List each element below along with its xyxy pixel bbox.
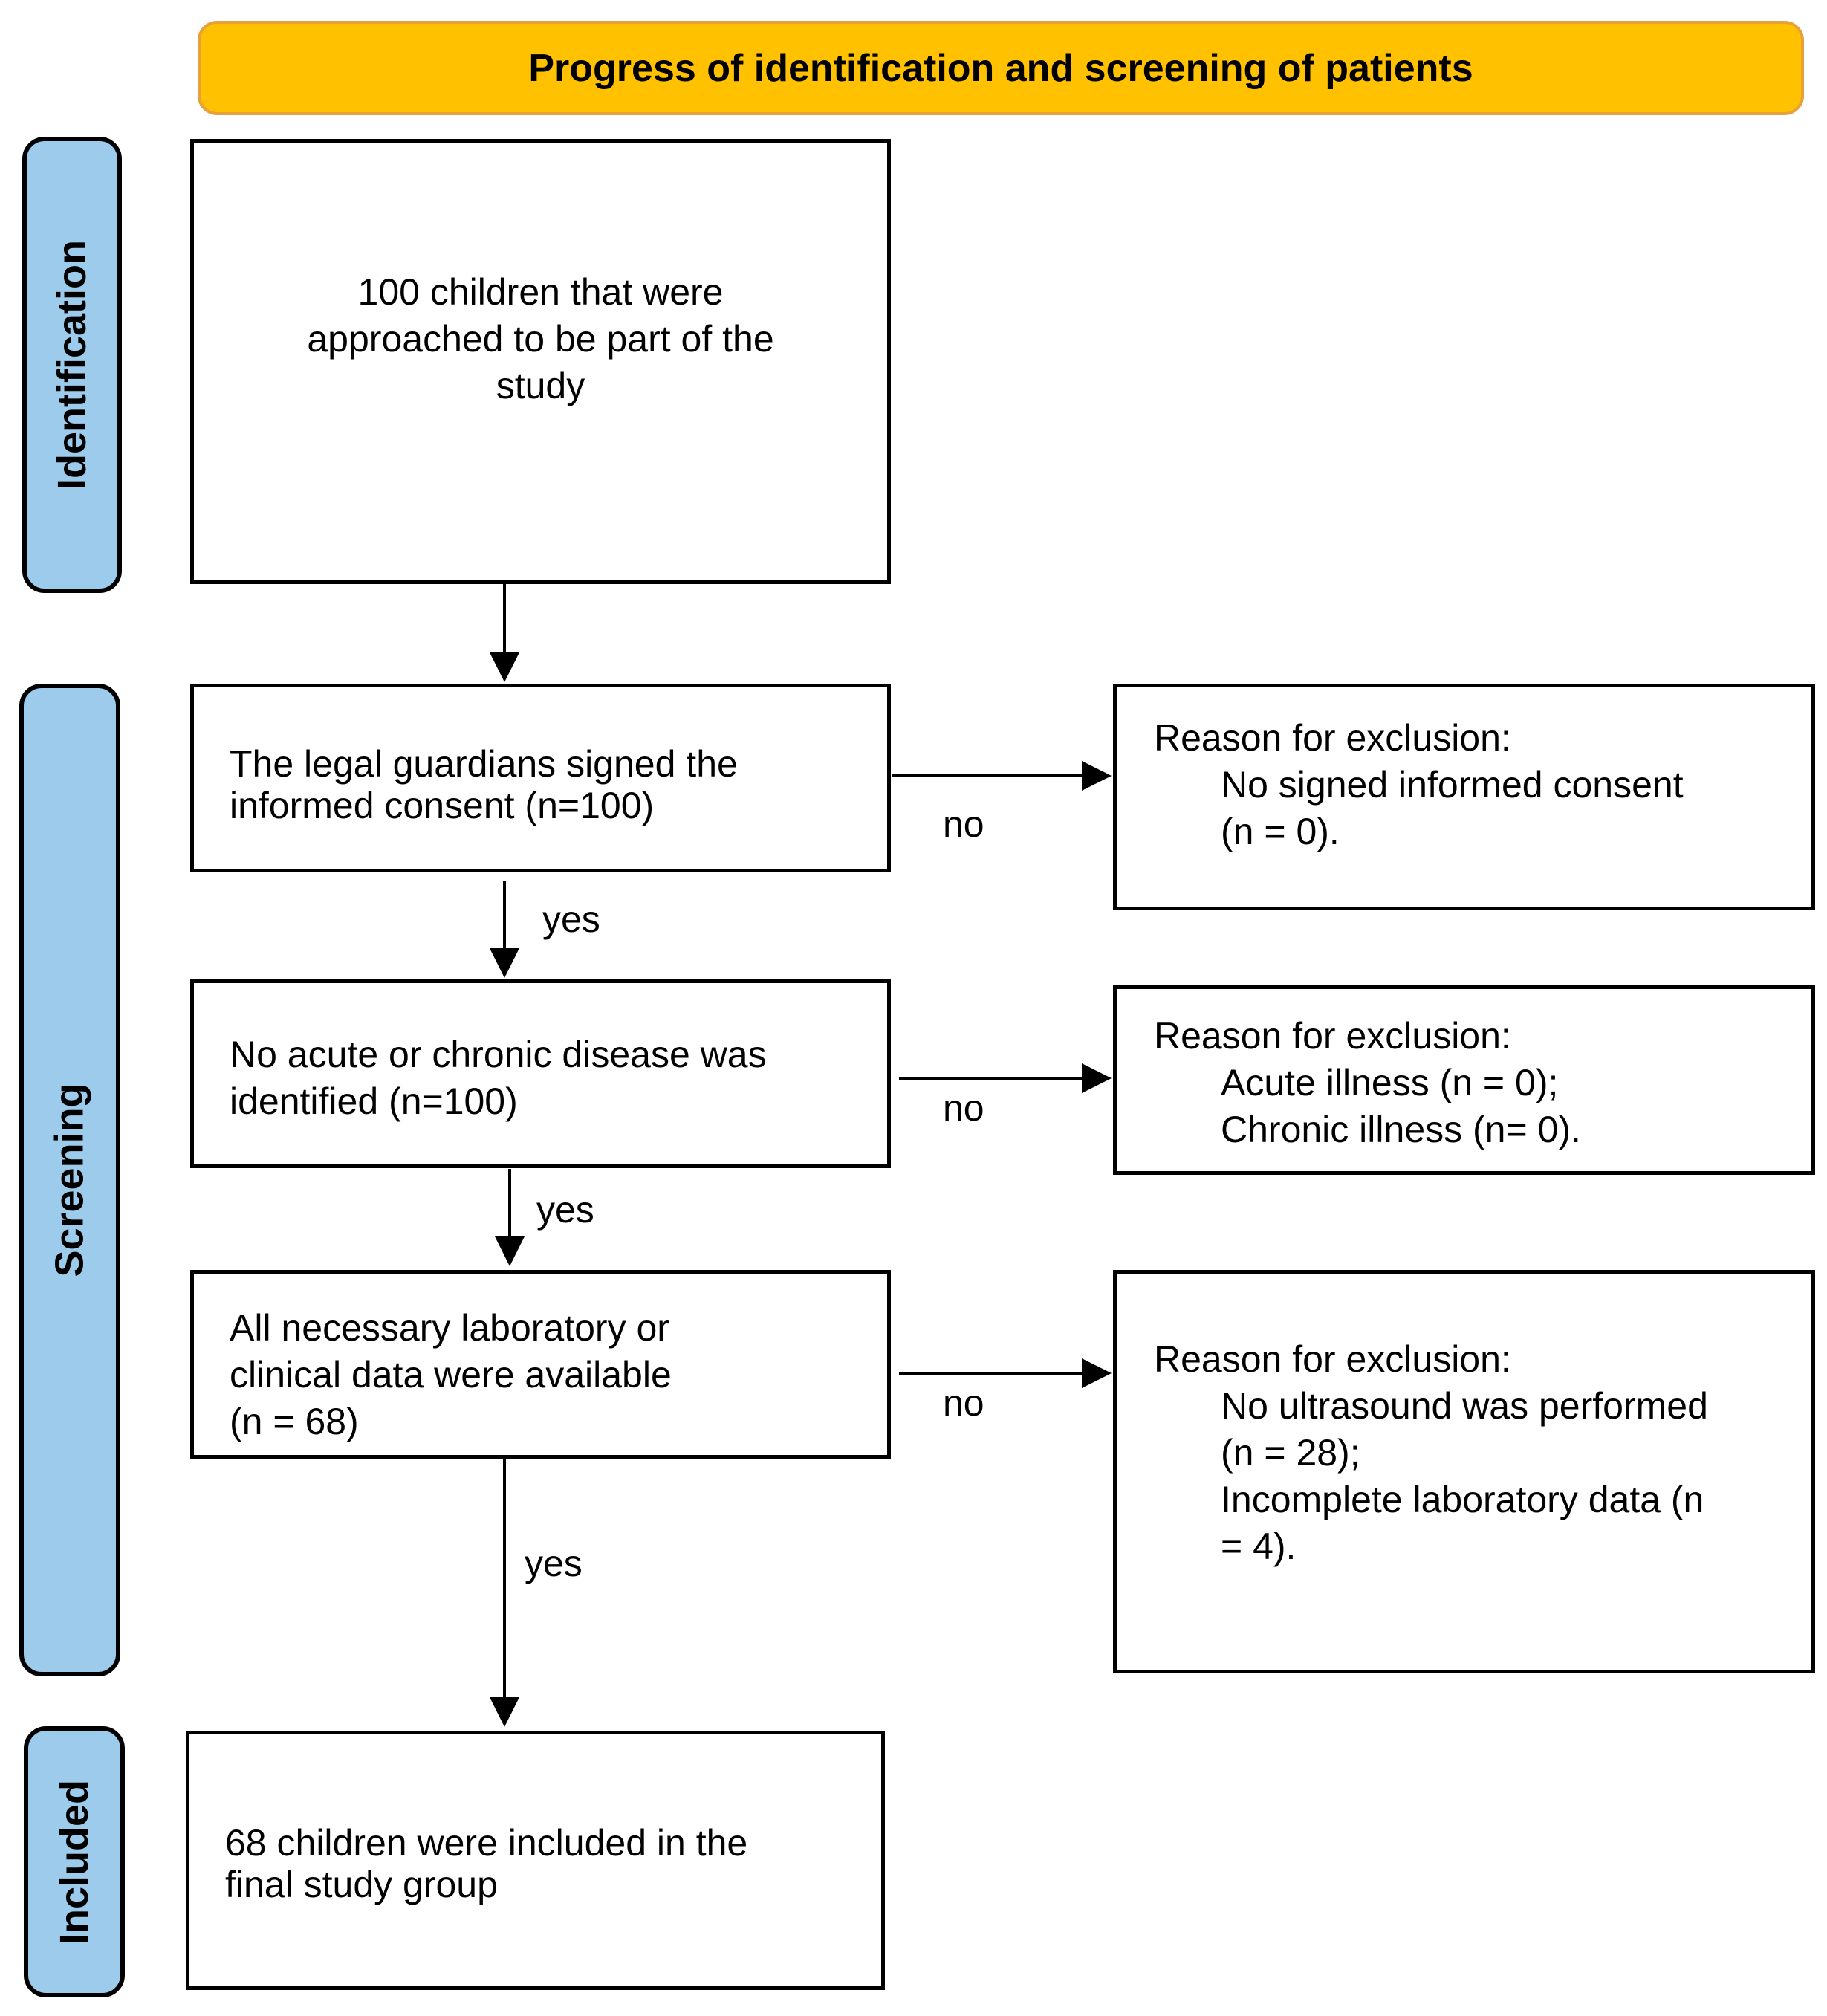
exclusion-heading: Reason for exclusion: (1154, 1015, 1511, 1057)
box-children-approached: 100 children that were approached to be … (190, 139, 891, 584)
stage-identification: Identification (22, 137, 122, 593)
exclusion-reason: No signed informed consent (1221, 764, 1684, 806)
box-text-line: final study group (225, 1864, 498, 1905)
box-text-line: (n = 68) (230, 1401, 359, 1442)
flow-title: Progress of identification and screening… (528, 46, 1473, 90)
exclusion-reason: (n = 28); (1221, 1432, 1360, 1474)
exclusion-reason: No ultrasound was performed (1221, 1385, 1708, 1427)
stage-included: Included (24, 1726, 125, 1997)
box-text-line: No acute or chronic disease was (230, 1034, 767, 1075)
exclusion-reason: Incomplete laboratory data (n (1221, 1479, 1704, 1520)
edge-label-no: no (943, 1382, 984, 1424)
box-text-line: 100 children that were (357, 271, 724, 313)
box-text-line: informed consent (n=100) (230, 785, 655, 826)
exclusion-heading: Reason for exclusion: (1154, 1338, 1511, 1380)
box-no-disease: No acute or chronic disease was identifi… (190, 979, 891, 1168)
box-text-line: study (496, 365, 585, 406)
stage-label-included: Included (52, 1779, 97, 1945)
box-children-included: 68 children were included in the final s… (186, 1731, 885, 1990)
exclusion-box-lab-data: Reason for exclusion: No ultrasound was … (1113, 1270, 1815, 1673)
box-informed-consent: The legal guardians signed the informed … (190, 684, 891, 872)
exclusion-reason: Acute illness (n = 0); (1221, 1062, 1559, 1103)
exclusion-box-disease: Reason for exclusion: Acute illness (n =… (1113, 985, 1815, 1175)
box-lab-data-available: All necessary laboratory or clinical dat… (190, 1270, 891, 1459)
exclusion-reason: = 4). (1221, 1526, 1297, 1567)
box-text-line: identified (n=100) (230, 1080, 518, 1122)
exclusion-heading: Reason for exclusion: (1154, 717, 1511, 759)
stage-label-identification: Identification (50, 240, 94, 490)
box-text-line: All necessary laboratory or (230, 1307, 669, 1349)
box-text-line: 68 children were included in the (225, 1822, 748, 1864)
exclusion-box-consent: Reason for exclusion: No signed informed… (1113, 684, 1815, 910)
exclusion-reason: (n = 0). (1221, 811, 1340, 852)
box-text-line: clinical data were available (230, 1354, 672, 1396)
edge-label-no: no (943, 803, 984, 845)
edge-label-no: no (943, 1087, 984, 1129)
box-text-line: The legal guardians signed the (230, 743, 738, 785)
edge-label-yes: yes (525, 1543, 583, 1584)
edge-label-yes: yes (542, 898, 600, 940)
stage-label-screening: Screening (48, 1083, 92, 1277)
box-text-line: approached to be part of the (307, 318, 774, 360)
stage-screening: Screening (19, 684, 120, 1676)
flow-title-bar: Progress of identification and screening… (198, 21, 1804, 115)
edge-label-yes: yes (536, 1189, 594, 1231)
exclusion-reason: Chronic illness (n= 0). (1221, 1109, 1581, 1150)
